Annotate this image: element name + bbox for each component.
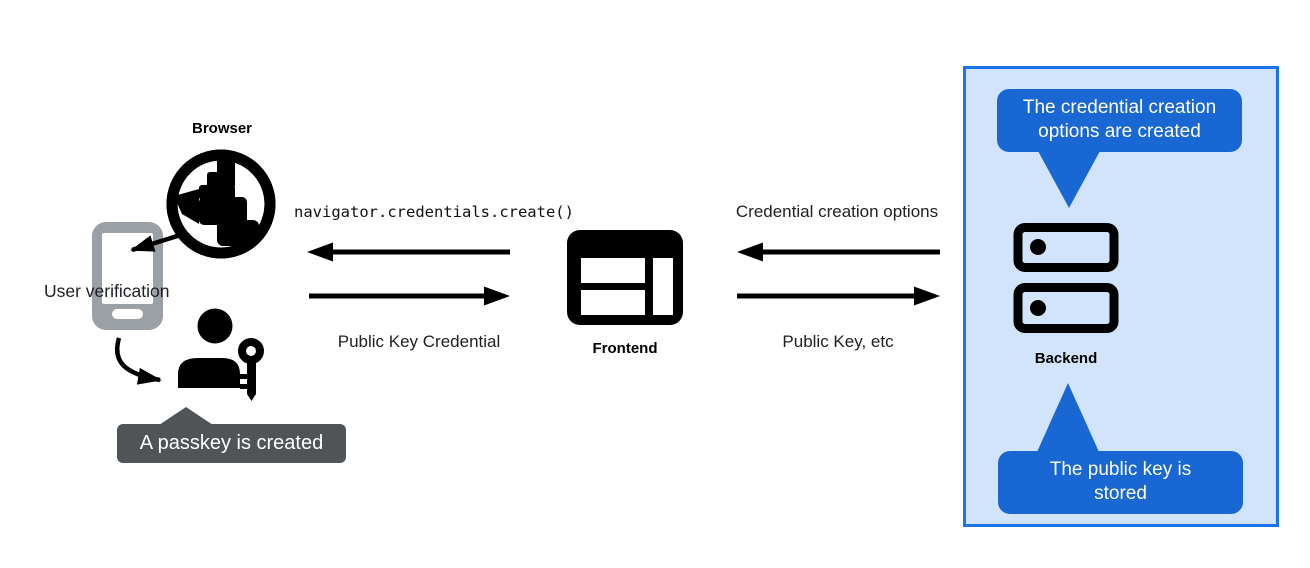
passkey-tooltip: A passkey is created xyxy=(117,424,346,463)
options-created-tooltip: The credential creation options are crea… xyxy=(997,89,1242,152)
frontend-label: Frontend xyxy=(592,340,658,357)
passkey-tooltip-pointer xyxy=(159,407,213,425)
arrow-create-call xyxy=(307,242,510,262)
public-key-credential-label: Public Key Credential xyxy=(337,332,501,351)
globe-icon xyxy=(166,149,276,259)
arrow-phone-to-user xyxy=(115,337,162,385)
browser-label: Browser xyxy=(191,120,253,137)
arrow-public-key-credential xyxy=(309,286,510,306)
user-verification-label: User verification xyxy=(44,281,170,301)
public-key-stored-tooltip-pointer xyxy=(1037,383,1099,452)
backend-label: Backend xyxy=(1034,350,1098,367)
arrow-public-key-etc xyxy=(737,286,940,306)
public-key-stored-tooltip: The public key is stored xyxy=(998,451,1243,514)
browser-window-icon xyxy=(567,230,683,325)
credential-creation-options-label: Credential creation options xyxy=(735,202,939,221)
options-created-tooltip-pointer xyxy=(1038,151,1100,208)
public-key-etc-label: Public Key, etc xyxy=(782,332,894,351)
user-with-key-icon xyxy=(178,308,264,401)
server-stack-icon xyxy=(1013,223,1119,333)
arrow-credential-creation-options xyxy=(737,242,940,262)
api-call-label: navigator.credentials.create() xyxy=(294,203,574,221)
